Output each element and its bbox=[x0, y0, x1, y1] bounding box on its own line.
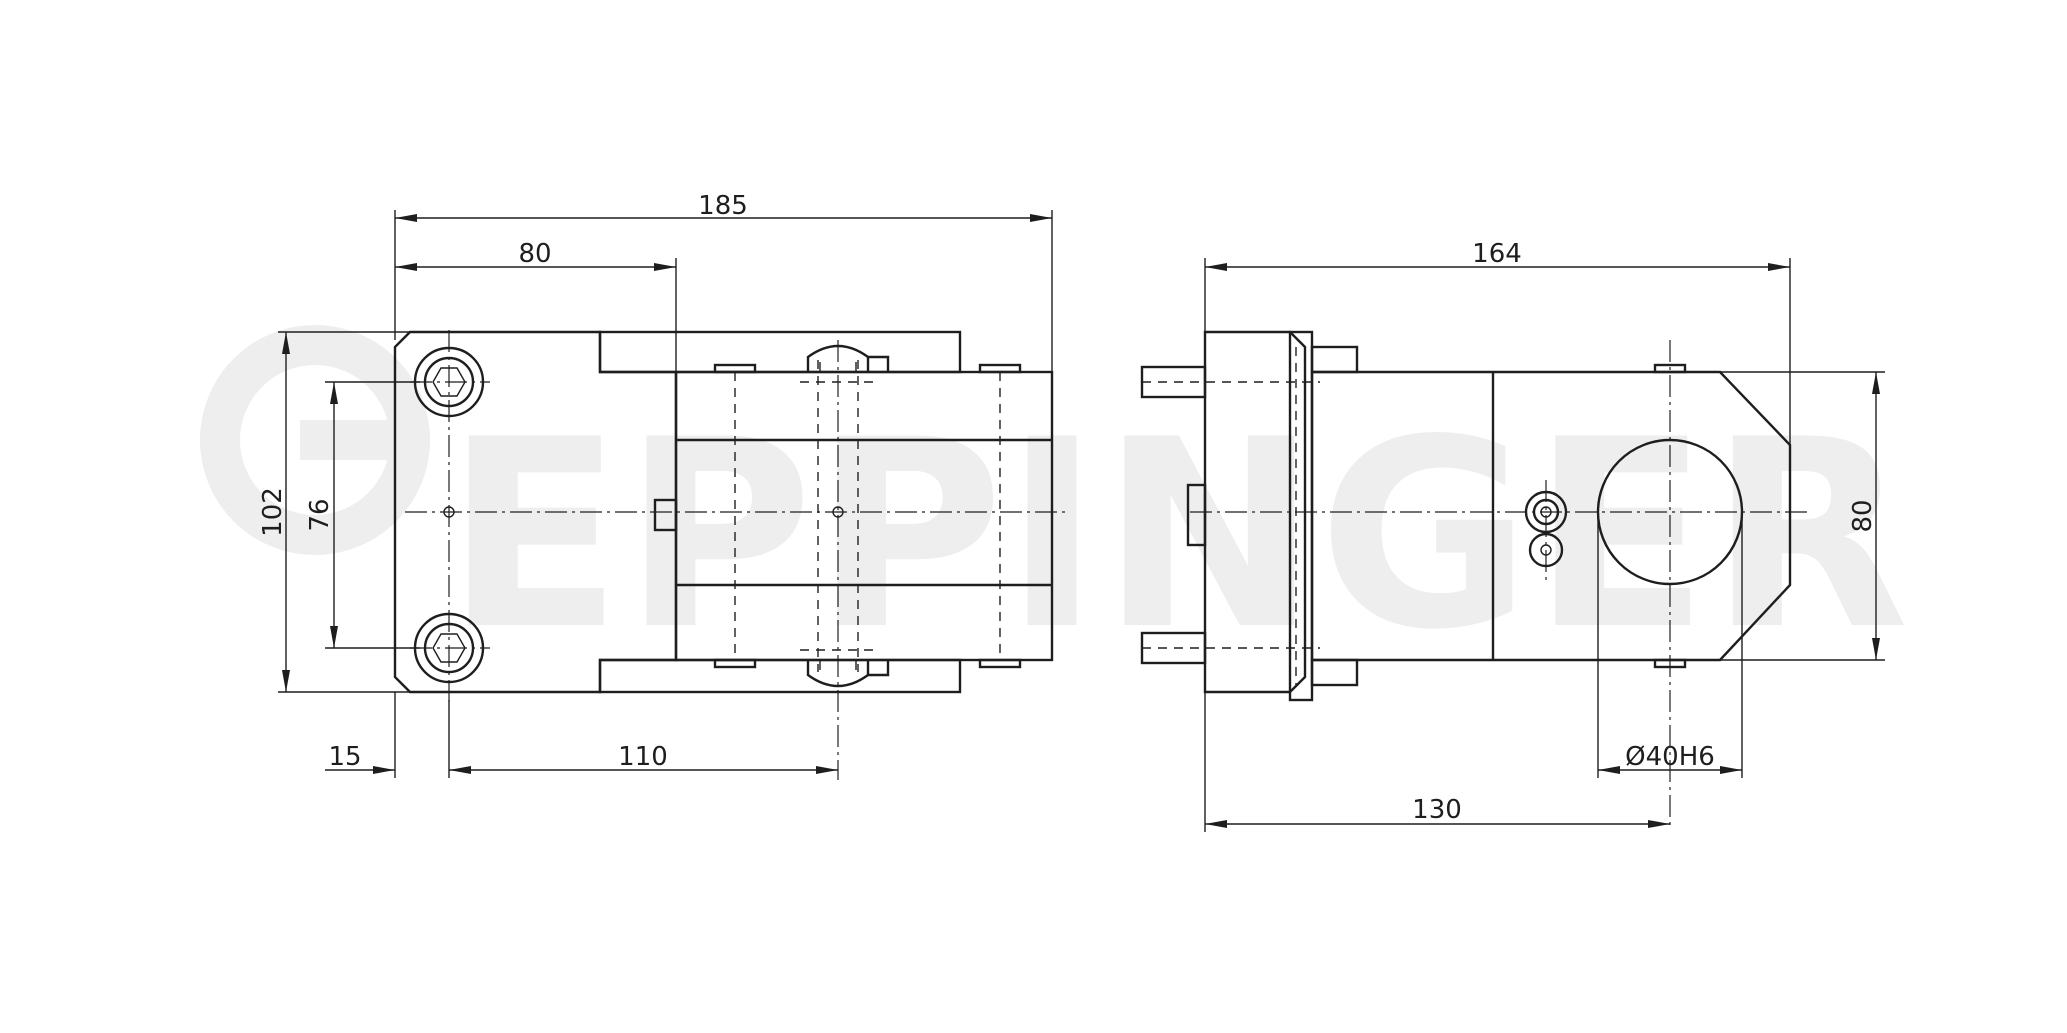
watermark-text: EPPINGER bbox=[445, 385, 1909, 687]
watermark-logo-icon bbox=[200, 325, 430, 555]
dim-80-right: 80 bbox=[1720, 371, 1885, 661]
left-tab-top-1 bbox=[713, 363, 757, 374]
right-view: 164 80 Ø40H6 130 bbox=[1140, 239, 1885, 832]
dim-110-label: 110 bbox=[618, 742, 668, 772]
dim-102: 102 bbox=[258, 331, 410, 693]
left-view: 185 80 102 76 bbox=[258, 191, 1070, 780]
right-key bbox=[1186, 483, 1207, 547]
right-flange-tab-top bbox=[1310, 345, 1359, 374]
dim-130-label: 130 bbox=[1412, 795, 1462, 825]
left-pin bbox=[653, 498, 678, 532]
dim-76-label: 76 bbox=[305, 498, 335, 531]
dim-185: 185 bbox=[394, 191, 1053, 372]
dim-80-left: 80 bbox=[395, 239, 677, 372]
right-tab-top bbox=[1653, 363, 1687, 374]
dim-164-label: 164 bbox=[1472, 239, 1522, 269]
dim-164: 164 bbox=[1204, 239, 1791, 445]
dim-102-label: 102 bbox=[258, 487, 288, 537]
dim-130: 130 bbox=[1204, 692, 1670, 832]
dim-80-right-label: 80 bbox=[1848, 499, 1878, 532]
left-tab-bottom-2 bbox=[978, 658, 1022, 669]
watermark: EPPINGER bbox=[200, 325, 1909, 687]
dim-15-110: 15 110 bbox=[325, 692, 838, 778]
left-top-flange bbox=[598, 330, 962, 374]
dim-76: 76 bbox=[305, 381, 420, 649]
dim-bore: Ø40H6 bbox=[1597, 512, 1743, 778]
dim-80-left-label: 80 bbox=[518, 239, 551, 269]
left-tab-bottom-1 bbox=[713, 658, 757, 669]
left-clamp-screw-top bbox=[806, 344, 890, 372]
dim-15-label: 15 bbox=[328, 742, 361, 772]
left-clamp-screw-bottom bbox=[806, 660, 890, 688]
dim-bore-label: Ø40H6 bbox=[1625, 742, 1715, 772]
dim-185-label: 185 bbox=[698, 191, 748, 221]
left-tab-top-2 bbox=[978, 363, 1022, 374]
